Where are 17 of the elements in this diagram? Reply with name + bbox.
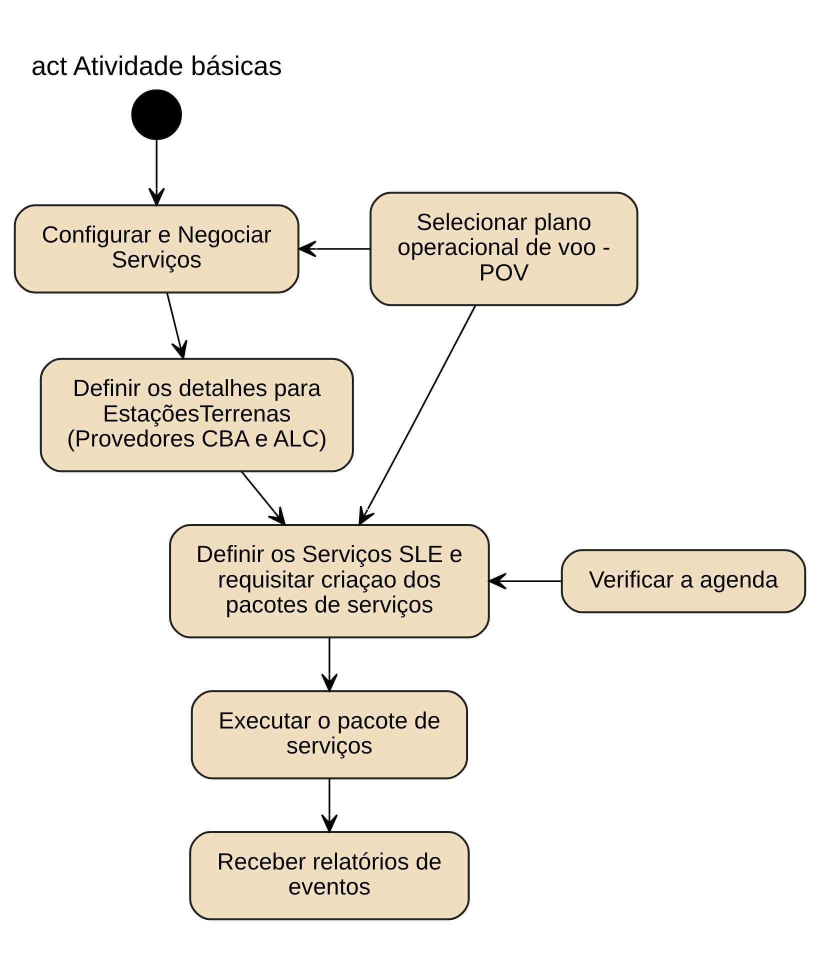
node-box: Executar o pacote de serviços <box>190 690 468 780</box>
node-circle <box>131 89 182 140</box>
arrow <box>488 572 562 590</box>
arrow <box>166 292 188 360</box>
arrow <box>358 305 476 526</box>
node-box: Definir os detalhes para EstaçõesTerrenas (Provedores CBA e ALC) <box>40 358 354 472</box>
arrow <box>240 470 286 526</box>
arrow <box>321 637 338 692</box>
arrow <box>298 240 370 258</box>
node-box: Verificar a agenda <box>560 549 806 614</box>
node-box: Receber relatórios de eventos <box>189 831 470 920</box>
diagram-title: act Atividade básicas <box>31 50 282 81</box>
node-box: Selecionar plano operacional de voo - POV <box>370 192 638 306</box>
arrow <box>321 778 338 833</box>
node-box: Definir os Serviços SLE e requisitar criaçao dos pacotes de serviços <box>169 524 490 638</box>
node-box: Configurar e Negociar Serviços <box>14 204 300 294</box>
arrow <box>148 139 165 206</box>
